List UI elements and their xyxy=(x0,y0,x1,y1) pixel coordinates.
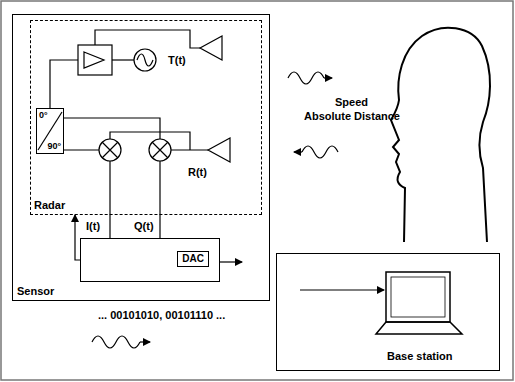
node-text: 0° xyxy=(39,110,48,121)
tx-antenna xyxy=(200,36,222,60)
signal-name: T(t) xyxy=(168,54,186,67)
signal-name: I(t) xyxy=(86,220,100,233)
wave xyxy=(92,336,140,348)
mixer-symbol xyxy=(149,139,171,161)
wire xyxy=(112,59,134,60)
mixer-symbol xyxy=(99,139,121,161)
wire xyxy=(109,161,110,238)
mixer-cross xyxy=(102,142,118,158)
wave xyxy=(288,72,324,84)
wire xyxy=(50,60,78,108)
node-text: Base station xyxy=(387,350,452,363)
oscillator-symbol xyxy=(134,49,156,71)
wave-arrow xyxy=(140,341,150,342)
mixer-cross xyxy=(152,142,168,158)
signal-name: Q(t) xyxy=(134,220,154,233)
base-station-box: Base station xyxy=(276,253,500,371)
input-arrow xyxy=(300,289,384,290)
node-text: 90° xyxy=(47,141,61,152)
laptop-screen xyxy=(386,272,450,322)
amplifier-symbol xyxy=(84,52,104,68)
phase-shifter-box: 0° 90° xyxy=(36,108,64,154)
sensor-box: Sensor Radar 0° 90° DAC xyxy=(12,14,270,301)
node-text: DAC xyxy=(177,251,209,267)
converter-box: DAC xyxy=(80,238,220,282)
wire xyxy=(159,161,160,238)
wire xyxy=(64,118,160,139)
measure-label: Absolute Distance xyxy=(304,110,400,123)
signal-name: R(t) xyxy=(188,166,207,179)
wire xyxy=(64,149,99,150)
bit-stream: ... 00101010, 00101110 ... xyxy=(98,309,225,322)
wave-arrow xyxy=(294,151,302,152)
wire xyxy=(95,30,200,48)
laptop-base xyxy=(376,322,462,334)
rx-antenna xyxy=(208,138,230,162)
wire xyxy=(110,132,190,150)
measure-label: Speed xyxy=(335,96,368,109)
laptop-display xyxy=(391,277,445,317)
radar-box: Radar 0° 90° xyxy=(30,20,262,215)
sine-symbol xyxy=(137,54,153,66)
output-arrow xyxy=(220,261,242,262)
wave xyxy=(302,146,338,158)
wave-arrow xyxy=(324,77,332,78)
node-text: Sensor xyxy=(17,285,54,298)
node-text: Radar xyxy=(34,199,65,212)
head-silhouette xyxy=(391,28,490,242)
splitter-box xyxy=(78,45,112,75)
